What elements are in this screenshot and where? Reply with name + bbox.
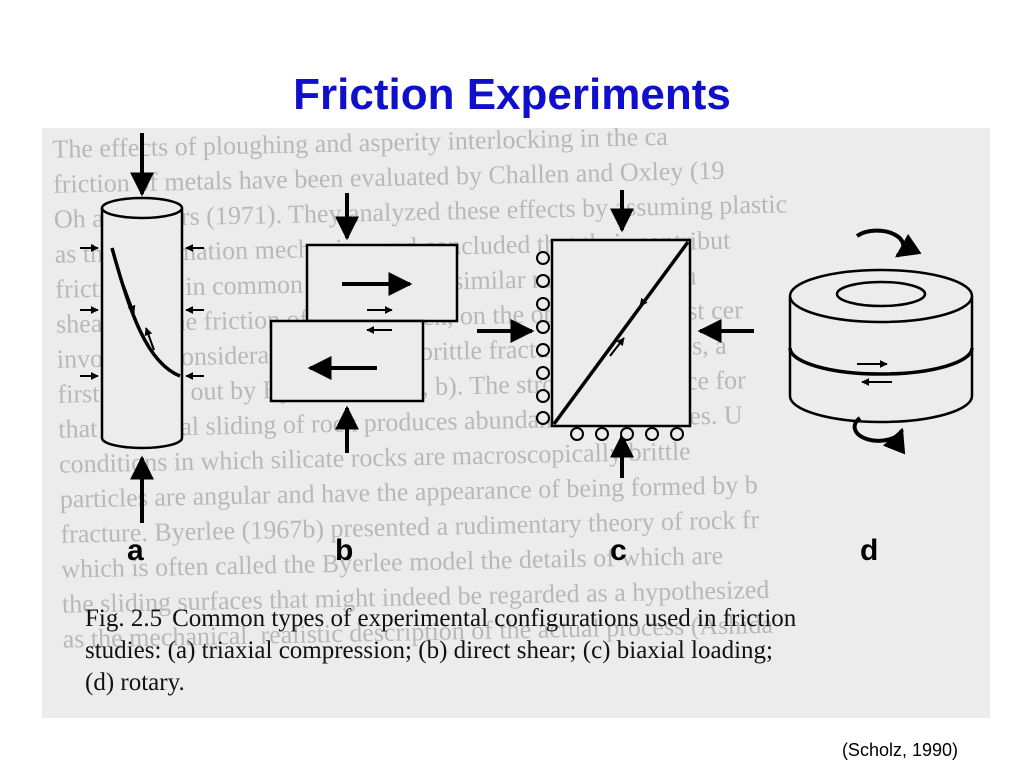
panel-label-a: a [127,534,144,567]
slip-arrow [123,285,136,314]
annulus-bottom [788,395,974,424]
cylinder-top [100,196,184,220]
slip-arrow [144,327,155,351]
cylinder-body [102,203,182,443]
caption-line: Fig. 2.5 Common types of experimental con… [85,603,990,635]
figure-caption: Fig. 2.5 Common types of experimental con… [85,603,990,699]
lower-block [269,319,425,403]
panel-d-rotary: d [788,228,974,567]
panel-c-biaxial: c [477,190,754,567]
figure-scan: The effects of ploughing and asperity in… [42,128,990,718]
caption-text: Common types of experimental configurati… [172,605,797,632]
panel-label-d: d [860,534,878,567]
rotation-arrow-top [855,228,922,258]
panel-label-b: b [335,534,353,567]
panel-a-triaxial: a [80,133,204,567]
fault-plane [110,247,181,378]
annulus-top-inner [835,280,927,308]
caption-line: (d) rotary. [85,669,185,696]
citation: (Scholz, 1990) [841,740,958,760]
slip-arrow [609,337,625,357]
panel-label-c: c [610,534,627,567]
sliding-interface [788,347,974,376]
caption-line: studies: (a) triaxial compression; (b) d… [85,637,773,664]
slip-arrow [639,287,655,307]
fault-plane [552,240,690,426]
panel-b-direct-shear: b [269,193,459,567]
rotation-arrow-bottom [852,416,906,455]
experiment-diagrams: a b [80,133,974,567]
cylinder-bottom [100,437,184,450]
slide-title: Friction Experiments [293,70,731,119]
roller-bearings [536,251,684,441]
caption-figure-number: Fig. 2.5 [85,605,163,632]
